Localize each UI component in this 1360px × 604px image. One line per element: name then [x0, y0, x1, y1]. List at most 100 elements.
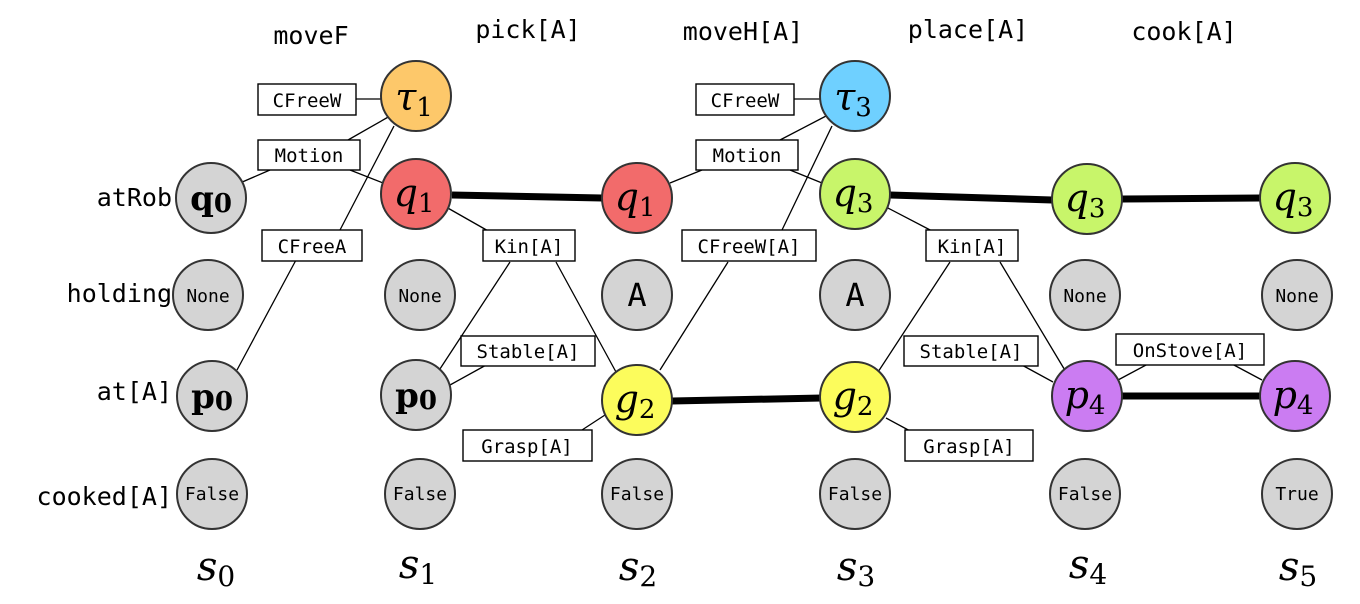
action-pick: pick[A]: [475, 15, 580, 44]
svg-text:False: False: [828, 484, 882, 505]
state-label-s5: s5: [1279, 544, 1317, 593]
node-g2-s3-circle: [819, 361, 891, 433]
edge-motion1-q1: [349, 169, 384, 184]
node-g2-s2: g2: [601, 364, 673, 436]
node-q3-s5: q3: [1259, 162, 1331, 234]
state-label-s1: s1: [399, 542, 437, 591]
svg-text:q3: q3: [1065, 176, 1106, 224]
node-p4-s4-circle: [1051, 360, 1123, 432]
svg-text:τ1: τ1: [395, 75, 433, 123]
node-tau1-circle: [380, 60, 452, 132]
node-none-s5: None: [1261, 259, 1333, 331]
svg-text:True: True: [1275, 484, 1318, 505]
node-none-s4: None: [1049, 259, 1121, 331]
node-tau3: τ3: [819, 60, 891, 132]
node-p0-s1: p0: [380, 359, 452, 431]
node-none-s0-circle: [172, 259, 244, 331]
node-a-s3-circle: [819, 259, 891, 331]
node-none-s1: None: [384, 259, 456, 331]
action-moveF: moveF: [273, 21, 348, 50]
edge-motion3-tau3: [779, 114, 829, 141]
node-true-s5: True: [1261, 458, 1333, 530]
edge-kin2-g2: [877, 261, 951, 373]
node-false-s2-circle: [601, 458, 673, 530]
edge-q0-motion1: [239, 169, 271, 184]
constraint-stable-1: Stable[A]: [460, 335, 596, 367]
svg-text:None: None: [1063, 286, 1106, 307]
edge-p4-onstove: [1117, 363, 1149, 381]
node-p0-s1-circle: [380, 359, 452, 431]
row-label-holding: holding: [67, 279, 172, 308]
state-labels: s0 s1 s2 s3 s4 s5: [197, 542, 1317, 593]
edge-kin1-g2: [555, 261, 617, 373]
edge-kin1-p0: [435, 261, 511, 376]
node-none-s1-circle: [384, 259, 456, 331]
svg-text:A: A: [845, 276, 864, 314]
row-label-cooked: cooked[A]: [37, 482, 172, 511]
action-labels: moveF pick[A] moveH[A] place[A] cook[A]: [273, 15, 1236, 50]
row-labels: atRob holding at[A] cooked[A]: [37, 183, 172, 511]
node-q3-s5-circle: [1259, 162, 1331, 234]
node-false-s3: False: [819, 458, 891, 530]
edge-stable2-p4: [1019, 363, 1054, 383]
node-tau3-circle: [819, 60, 891, 132]
edge-cfreea-p0: [236, 259, 297, 371]
svg-text:False: False: [185, 484, 239, 505]
svg-text:q0: q0: [190, 179, 232, 219]
edge-q1-motion3: [669, 169, 703, 184]
constraint-kin-2: Kin[A]: [925, 229, 1019, 262]
node-q1-s2: q1: [601, 162, 673, 234]
node-false-s4: False: [1049, 458, 1121, 530]
node-none-s4-circle: [1049, 259, 1121, 331]
node-p4-s4: p4: [1051, 360, 1123, 432]
constraint-cfreew-a: CFreeW[A]: [681, 229, 817, 262]
svg-text:p0: p0: [191, 377, 233, 417]
edge-motion1-tau1: [347, 115, 391, 141]
node-q3-s4: q3: [1051, 163, 1123, 235]
svg-text:False: False: [393, 484, 447, 505]
state-label-s2: s2: [619, 544, 657, 593]
node-q1-s1: q1: [380, 158, 452, 230]
svg-text:Motion: Motion: [275, 145, 344, 167]
state-label-s0: s0: [197, 544, 235, 593]
constraint-edges: [236, 98, 1263, 433]
svg-text:Stable[A]: Stable[A]: [920, 341, 1023, 363]
edge-g2-g2: [671, 394, 823, 405]
node-a-s2-circle: [601, 259, 673, 331]
edge-motion3-q3: [789, 169, 823, 184]
constraint-grasp-2: Grasp[A]: [904, 429, 1034, 462]
node-p0-s0: p0: [176, 360, 248, 432]
node-g2-s3: g2: [819, 361, 891, 433]
edge-q3-q3-b: [1121, 194, 1261, 203]
svg-text:A: A: [627, 276, 646, 314]
svg-text:q1: q1: [615, 175, 656, 223]
svg-text:None: None: [398, 286, 441, 307]
svg-text:CFreeA: CFreeA: [278, 236, 347, 258]
constraint-cfreew-3: CFreeW: [695, 83, 795, 116]
node-a-s3: A: [819, 259, 891, 331]
svg-text:False: False: [610, 484, 664, 505]
svg-text:False: False: [1058, 484, 1112, 505]
node-g2-s2-circle: [601, 364, 673, 436]
nodes: τ1 τ3 q0 q1 q1 q3 q3 q3: [172, 60, 1333, 530]
svg-text:Grasp[A]: Grasp[A]: [481, 436, 573, 458]
constraint-onstove: OnStove[A]: [1115, 333, 1265, 366]
node-q0: q0: [175, 162, 247, 234]
node-none-s0: None: [172, 259, 244, 331]
edge-p0-stable1: [449, 363, 489, 386]
constraint-cfreew-1: CFreeW: [257, 83, 357, 116]
svg-text:Motion: Motion: [713, 145, 782, 167]
row-label-atRob: atRob: [97, 183, 172, 212]
action-moveH: moveH[A]: [683, 17, 803, 46]
state-label-s3: s3: [837, 544, 875, 593]
node-false-s4-circle: [1049, 458, 1121, 530]
svg-text:CFreeW: CFreeW: [711, 90, 780, 112]
svg-text:p4: p4: [1273, 373, 1314, 421]
node-q0-circle: [175, 162, 247, 234]
node-q1-s1-circle: [380, 158, 452, 230]
svg-text:g2: g2: [615, 377, 656, 425]
node-q3-s3: q3: [819, 158, 891, 230]
row-label-atA: at[A]: [97, 377, 172, 406]
node-a-s2: A: [601, 259, 673, 331]
svg-text:q3: q3: [833, 171, 874, 219]
